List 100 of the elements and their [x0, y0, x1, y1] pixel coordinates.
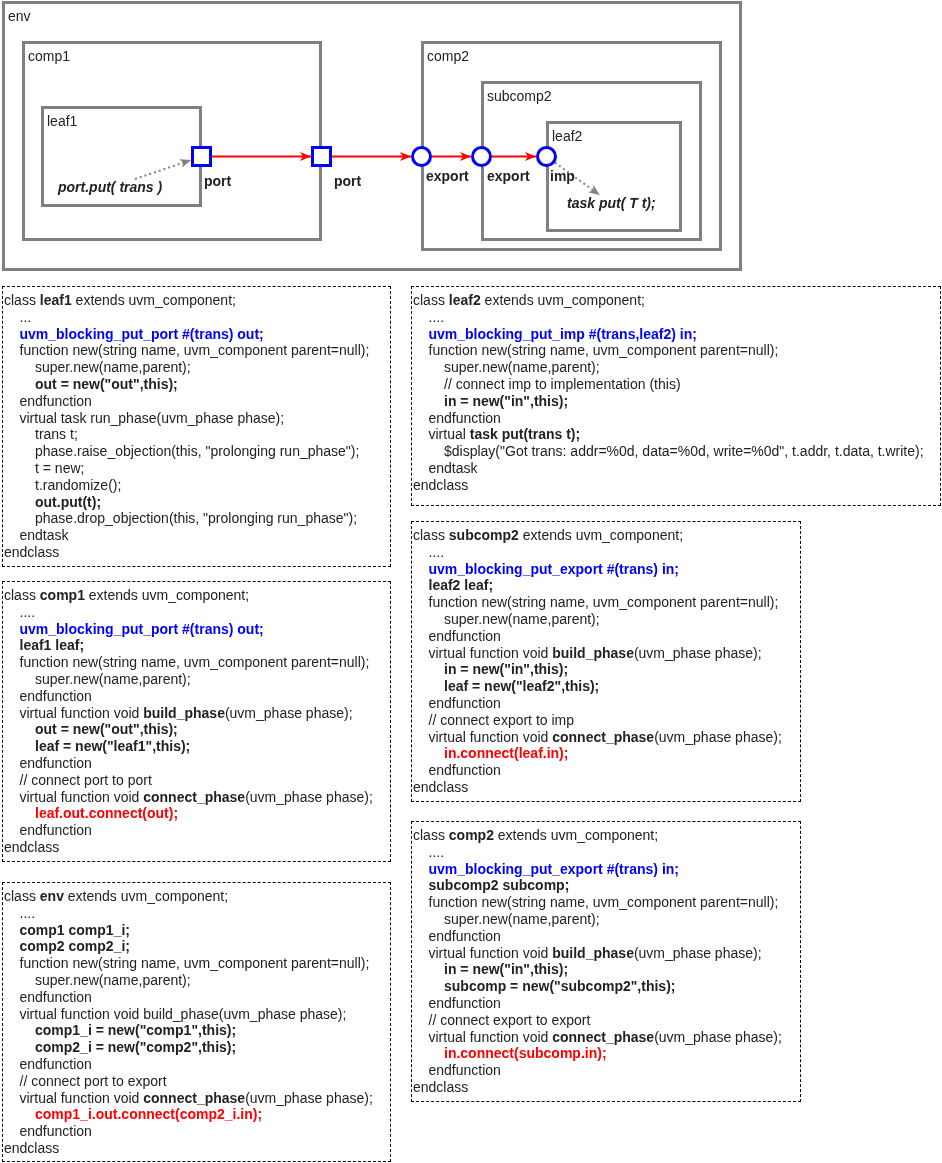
- code-line: // connect imp to implementation (this): [444, 376, 681, 393]
- code-line: out = new("out",this);: [35, 721, 178, 739]
- code-line: endfunction: [19, 822, 92, 839]
- code-line: t.randomize();: [35, 476, 122, 494]
- code-line: class leaf1 extends uvm_component;: [4, 292, 236, 309]
- code-line: super.new(name,parent);: [35, 671, 191, 688]
- code-line: endclass: [413, 476, 469, 494]
- code-line: leaf2 leaf;: [428, 577, 494, 595]
- code-panel: [411, 286, 941, 506]
- code-line: trans t;: [35, 426, 78, 444]
- code-line: function new(string name, uvm_component parent=null);: [428, 894, 779, 911]
- code-line: out = new("out",this);: [35, 376, 178, 393]
- code-panel: [2, 882, 391, 1162]
- component-frame: [22, 41, 322, 241]
- code-line: endfunction: [19, 392, 92, 410]
- code-line: uvm_blocking_put_export #(trans) in;: [428, 860, 679, 878]
- code-line: endfunction: [428, 694, 501, 712]
- method-call-label: port.put( trans ): [58, 179, 163, 196]
- code-panel: [411, 821, 801, 1102]
- code-line: endfunction: [19, 1055, 92, 1073]
- code-line: super.new(name,parent);: [444, 359, 600, 376]
- code-line: phase.drop_objection(this, "prolonging run_phase");: [35, 510, 358, 528]
- code-line: phase.raise_objection(this, "prolonging run_phase");: [35, 443, 360, 460]
- code-line: in.connect(subcomp.in);: [444, 1045, 607, 1063]
- frame-title: comp2: [427, 48, 470, 65]
- code-line: uvm_blocking_put_export #(trans) in;: [428, 560, 679, 578]
- code-line: endclass: [4, 1139, 60, 1157]
- port-square-icon: [191, 146, 212, 167]
- code-line: virtual function void build_phase(uvm_phase phase);: [428, 644, 762, 662]
- code-line: // connect export to imp: [428, 711, 575, 729]
- code-line: endtask: [428, 459, 478, 477]
- code-line: ....: [428, 543, 445, 561]
- code-line: super.new(name,parent);: [35, 972, 191, 989]
- code-line: virtual function void connect_phase(uvm_phase phase);: [428, 1028, 782, 1046]
- port-label: export: [487, 168, 530, 185]
- code-line: virtual function void connect_phase(uvm_phase phase);: [428, 728, 782, 746]
- code-line: virtual function void build_phase(uvm_phase phase);: [428, 944, 762, 962]
- code-line: virtual function void build_phase(uvm_phase phase);: [19, 1005, 347, 1023]
- code-line: ....: [19, 904, 36, 922]
- code-line: // connect port to port: [19, 771, 152, 789]
- code-panel: [411, 521, 801, 802]
- code-line: leaf.out.connect(out);: [35, 805, 179, 823]
- port-square-icon: [311, 146, 332, 167]
- code-line: endclass: [4, 838, 60, 856]
- frame-title: leaf1: [47, 113, 78, 130]
- port-circle-icon: [536, 146, 557, 167]
- code-line: function new(string name, uvm_component parent=null);: [428, 594, 779, 611]
- code-line: in = new("in",this);: [444, 392, 569, 410]
- code-line: endfunction: [428, 627, 501, 645]
- code-line: // connect export to export: [428, 1011, 591, 1029]
- code-line: subcomp2 subcomp;: [428, 877, 570, 895]
- code-line: endclass: [413, 1078, 469, 1096]
- code-line: in.connect(leaf.in);: [444, 745, 569, 763]
- code-line: function new(string name, uvm_component parent=null);: [19, 342, 370, 360]
- code-line: uvm_blocking_put_imp #(trans,leaf2) in;: [428, 325, 697, 343]
- code-line: out.put(t);: [35, 493, 102, 511]
- code-line: in = new("in",this);: [444, 661, 569, 679]
- port-label: port: [334, 173, 362, 190]
- code-line: // connect port to export: [19, 1072, 167, 1090]
- dotted-arrow: [554, 161, 601, 196]
- code-line: comp2 comp2_i;: [19, 938, 130, 956]
- arrow: [491, 152, 537, 161]
- port-circle-icon: [471, 146, 492, 167]
- frame-title: comp1: [28, 48, 71, 65]
- code-line: uvm_blocking_put_port #(trans) out;: [19, 325, 264, 343]
- code-line: comp1_i = new("comp1",this);: [35, 1022, 237, 1040]
- port-label: port: [204, 173, 232, 190]
- code-line: ....: [428, 843, 445, 861]
- code-line: virtual task put(trans t);: [428, 426, 581, 444]
- port-label: export: [426, 168, 469, 185]
- code-line: class comp1 extends uvm_component;: [4, 587, 250, 604]
- code-panel: [2, 286, 391, 567]
- code-line: endfunction: [428, 927, 501, 945]
- dotted-arrow: [134, 159, 192, 180]
- component-frame: [421, 41, 722, 251]
- code-line: $display("Got trans: addr=%0d, data=%0d, write=%0d", t.addr, t.data, t.write);: [444, 443, 924, 460]
- code-line: function new(string name, uvm_component parent=null);: [19, 955, 370, 972]
- port-label: imp: [550, 168, 575, 185]
- code-line: super.new(name,parent);: [35, 359, 191, 376]
- frame-title: leaf2: [552, 128, 583, 145]
- code-line: class comp2 extends uvm_component;: [413, 827, 659, 844]
- code-line: endfunction: [428, 409, 501, 427]
- code-line: comp1 comp1_i;: [19, 921, 130, 939]
- code-panel: [2, 581, 391, 862]
- code-line: ....: [19, 603, 36, 621]
- code-line: endfunction: [19, 1123, 92, 1140]
- method-call-label: task put( T t);: [567, 195, 656, 212]
- code-line: leaf = new("leaf2",this);: [444, 678, 600, 695]
- arrow: [431, 152, 472, 161]
- code-line: virtual function void build_phase(uvm_phase phase);: [19, 704, 353, 722]
- code-line: endfunction: [428, 762, 501, 779]
- code-line: super.new(name,parent);: [444, 911, 600, 928]
- code-line: t = new;: [35, 459, 85, 477]
- code-line: virtual task run_phase(uvm_phase phase);: [19, 409, 285, 427]
- code-line: endtask: [19, 527, 69, 544]
- code-line: endfunction: [19, 754, 92, 772]
- code-line: endfunction: [19, 687, 92, 705]
- component-frame: [2, 1, 742, 271]
- arrow: [211, 152, 312, 161]
- code-line: subcomp = new("subcomp2",this);: [444, 978, 676, 995]
